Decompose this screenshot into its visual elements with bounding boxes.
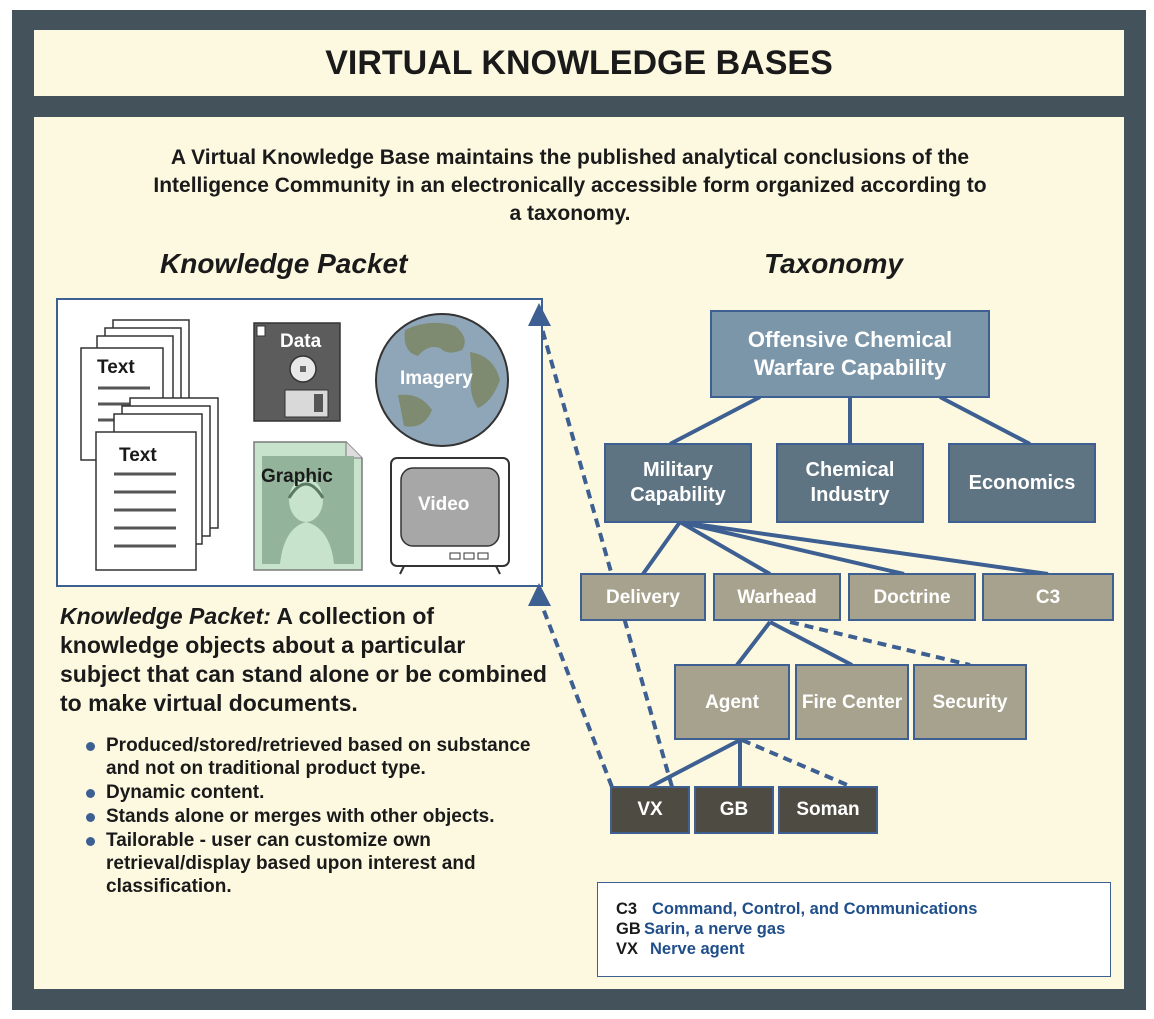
bullet-icon (86, 789, 95, 798)
data-icon-label: Data (280, 331, 322, 352)
arrow-up-icon (528, 303, 551, 326)
knowledge-packet-description: Knowledge Packet: A collection of knowle… (60, 602, 550, 718)
text-document-icon (95, 397, 219, 571)
imagery-icon-label: Imagery (400, 368, 473, 389)
bullet-icon (86, 837, 95, 846)
bullet-icon (86, 742, 95, 751)
taxonomy-node-soman: Soman (778, 786, 878, 834)
taxonomy-node-vx: VX (610, 786, 690, 834)
taxonomy-node-delivery: Delivery (580, 573, 706, 621)
taxonomy-node-chemical-industry: Chemical Industry (776, 443, 924, 523)
slide-title: VIRTUAL KNOWLEDGE BASES (34, 30, 1124, 96)
taxonomy-root-node: Offensive Chemical Warfare Capability (710, 310, 990, 398)
description-lead: Knowledge Packet: (60, 603, 271, 629)
taxonomy-node-security: Security (913, 664, 1027, 740)
taxonomy-node-warhead: Warhead (713, 573, 841, 621)
intro-text: A Virtual Knowledge Base maintains the p… (153, 146, 987, 225)
list-item: Tailorable - user can customize own retr… (80, 829, 540, 898)
taxonomy-node-military-capability: Military Capability (604, 443, 752, 523)
television-icon (390, 457, 510, 575)
taxonomy-node-economics: Economics (948, 443, 1096, 523)
list-item: Dynamic content. (80, 781, 540, 804)
feature-bullet-list: Produced/stored/retrieved based on subst… (80, 734, 540, 899)
description-body: A collection of knowledge objects about … (60, 603, 547, 716)
taxonomy-connectors (641, 395, 1049, 789)
text-icon-label: Text (97, 357, 135, 378)
globe-icon (375, 313, 509, 447)
list-item: Produced/stored/retrieved based on subst… (80, 734, 540, 780)
taxonomy-node-gb: GB (694, 786, 774, 834)
dashed-connectors (537, 317, 971, 789)
bullet-icon (86, 813, 95, 822)
taxonomy-node-agent: Agent (674, 664, 790, 740)
graphic-icon-label: Graphic (261, 466, 333, 487)
list-item: Stands alone or merges with other object… (80, 805, 540, 828)
arrow-up-icon (528, 583, 551, 606)
taxonomy-node-c3: C3 (982, 573, 1114, 621)
text-icon-label: Text (119, 445, 157, 466)
video-icon-label: Video (418, 494, 470, 515)
taxonomy-node-fire-center: Fire Center (795, 664, 909, 740)
floppy-disk-icon (253, 322, 341, 422)
knowledge-packet-heading: Knowledge Packet (160, 248, 408, 279)
taxonomy-heading: Taxonomy (764, 248, 903, 279)
taxonomy-node-doctrine: Doctrine (848, 573, 976, 621)
graphic-picture-icon (253, 441, 363, 571)
